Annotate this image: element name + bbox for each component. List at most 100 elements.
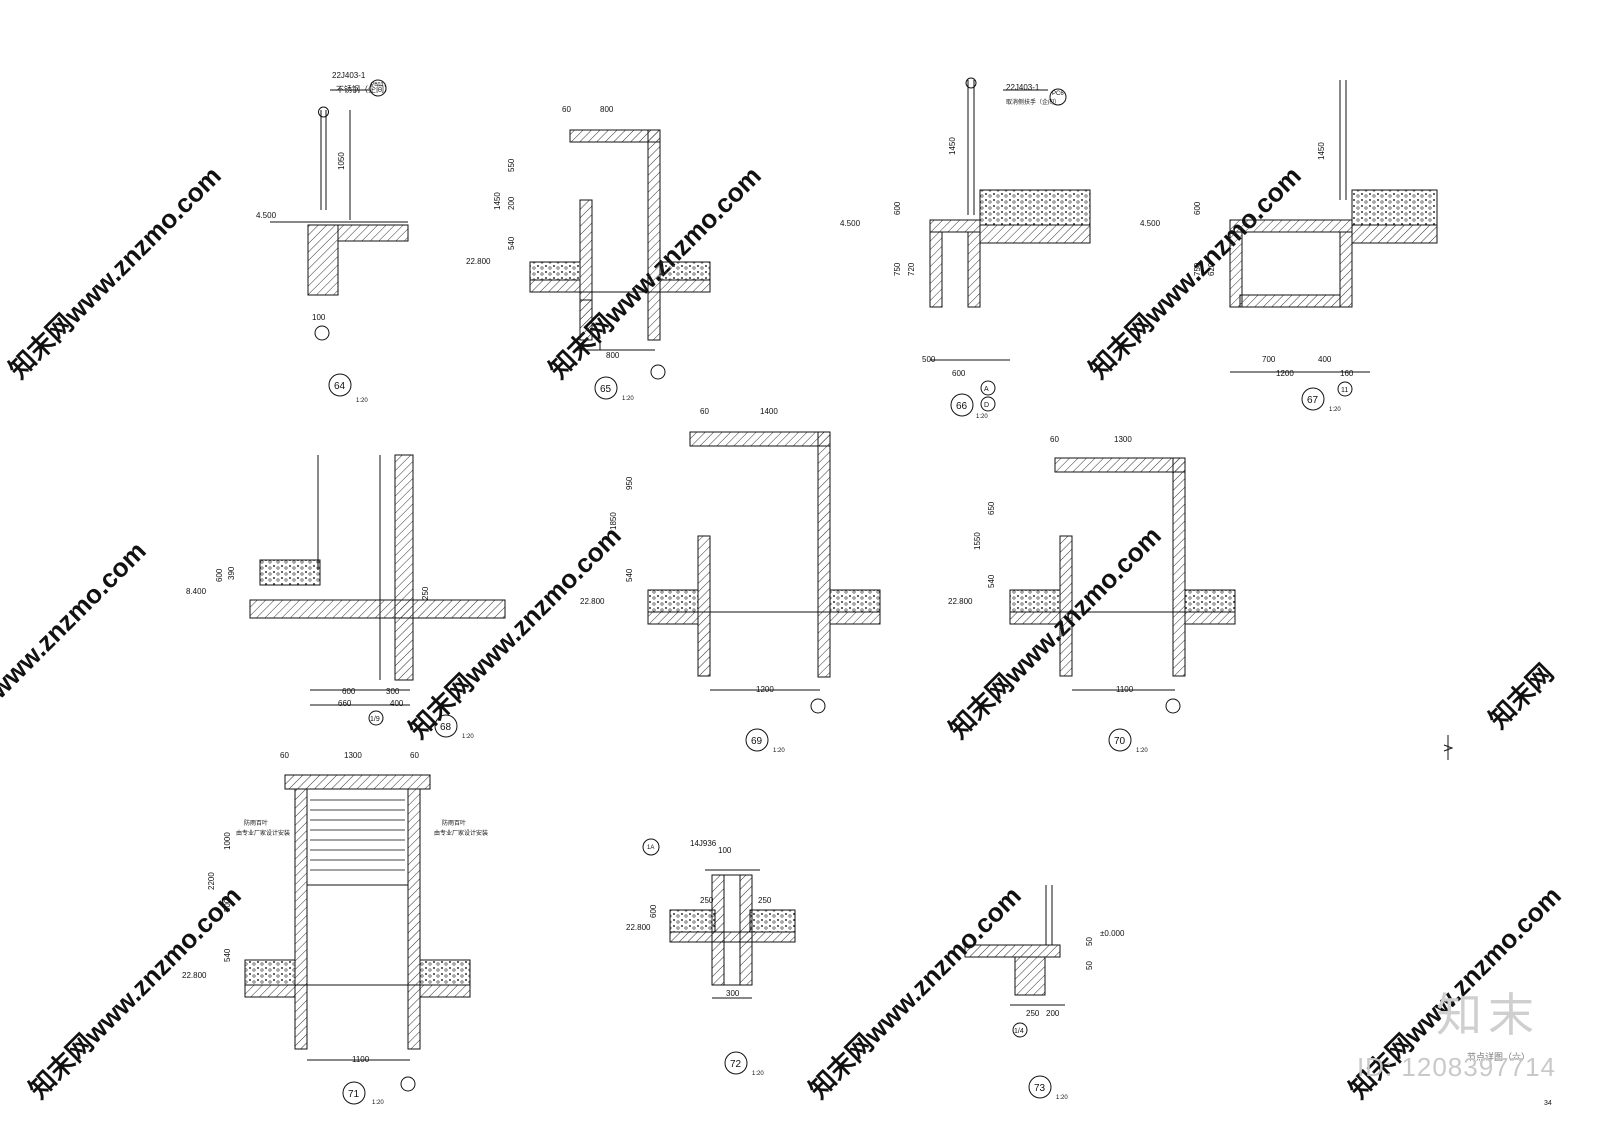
detail-69-level: 22.800	[580, 597, 605, 606]
detail-70-dim: 60	[1050, 435, 1059, 444]
brand-id: ID: 1208397714	[1356, 1052, 1556, 1082]
detail-73-scale: 1:20	[1056, 1095, 1068, 1101]
detail-64-dim: 1050	[337, 152, 346, 170]
detail-68-dim: 300	[386, 687, 400, 696]
detail-72-level: 22.800	[626, 923, 651, 932]
detail-69-dim: 60	[700, 407, 709, 416]
detail-68-dim: 400	[390, 699, 404, 708]
detail-72-label: 72	[730, 1059, 742, 1070]
detail-72	[642, 838, 796, 1075]
detail-66-dim: 720	[907, 262, 916, 276]
detail-64-level: 4.500	[256, 211, 277, 220]
detail-64	[270, 79, 409, 397]
detail-71-note-right2: 由专业厂家设计安装	[434, 829, 488, 837]
detail-70-dim: 1550	[973, 532, 982, 550]
detail-72-ref-tag: 1A	[647, 845, 654, 851]
detail-66-dim: 600	[952, 369, 966, 378]
detail-71-note-right: 防雨百叶	[442, 819, 466, 827]
detail-72-dim: 250	[758, 896, 772, 905]
detail-66-dim: 750	[893, 262, 902, 276]
detail-71-dim: 500	[223, 898, 232, 912]
detail-65-scale: 1:20	[622, 396, 634, 402]
svg-text:知末网www.znzmo.com: 知末网www.znzmo.com	[3, 160, 227, 384]
detail-66-level: 4.500	[840, 219, 861, 228]
detail-71-dim: 540	[223, 948, 232, 962]
detail-65-dim: 200	[507, 196, 516, 210]
detail-69-dim: 1200	[756, 685, 774, 694]
detail-66-axis: D	[984, 402, 989, 409]
detail-68-level: 8.400	[186, 587, 207, 596]
detail-71-dim: 2200	[207, 872, 216, 890]
sheet-note: 节点详图（六）	[1466, 1052, 1530, 1062]
detail-67-dim: 620	[1207, 262, 1216, 276]
svg-text:知末网www.znzmo.com: 知末网www.znzmo.com	[943, 520, 1167, 744]
detail-71-level: 22.800	[182, 971, 207, 980]
detail-64-scale: 1:20	[356, 398, 368, 404]
detail-68-dim: 250	[421, 586, 430, 600]
detail-71-dim: 1100	[352, 1055, 370, 1064]
detail-73-dim: 50	[1085, 937, 1094, 946]
detail-67	[1229, 80, 1438, 411]
detail-66-ref-note: 取消侧扶手（企间）	[1006, 98, 1060, 106]
detail-70-dim: 540	[987, 574, 996, 588]
detail-64-dim: 100	[312, 313, 326, 322]
detail-71-dim: 60	[280, 751, 289, 760]
detail-66-dim: 1450	[948, 137, 957, 155]
detail-67-dim: 600	[1193, 201, 1202, 215]
detail-66-label: 66	[956, 401, 968, 412]
detail-68-dim: 660	[338, 699, 352, 708]
detail-65-dim: 550	[507, 158, 516, 172]
break-mark	[1443, 735, 1454, 760]
detail-73-label: 73	[1034, 1083, 1046, 1094]
svg-text:www.znzmo.com: www.znzmo.com	[0, 536, 152, 705]
detail-65-dim: 60	[562, 105, 571, 114]
detail-70-dim: 1100	[1116, 685, 1134, 694]
detail-71-label: 71	[348, 1089, 360, 1100]
svg-text:知末网www.znzmo.com: 知末网www.znzmo.com	[403, 520, 627, 744]
detail-68	[249, 454, 506, 738]
detail-65	[529, 129, 711, 400]
detail-69-dim: 1400	[760, 407, 778, 416]
detail-67-scale: 1:20	[1329, 407, 1341, 413]
detail-67-dim: 700	[1262, 355, 1276, 364]
detail-70-label: 70	[1114, 736, 1126, 747]
detail-69-scale: 1:20	[773, 748, 785, 754]
detail-65-dim: 540	[507, 236, 516, 250]
detail-73-dim: 250	[1026, 1009, 1040, 1018]
detail-65-dim: 1450	[493, 192, 502, 210]
detail-68-dim: 600	[215, 568, 224, 582]
detail-71-note-left2: 由专业厂家设计安装	[236, 829, 290, 837]
detail-65-label: 65	[600, 384, 612, 395]
detail-69-dim: 540	[625, 568, 634, 582]
detail-73	[964, 885, 1065, 1099]
detail-64-ref-note: 不锈钢（企间）	[336, 84, 392, 94]
detail-67-axis: 11	[1341, 387, 1348, 394]
detail-66-dim: 600	[893, 201, 902, 215]
detail-72-dim: 100	[718, 846, 732, 855]
detail-68-scale: 1:20	[462, 734, 474, 740]
detail-71	[244, 774, 471, 1105]
detail-72-dim: 250	[700, 896, 714, 905]
detail-67-dim: 160	[1340, 369, 1354, 378]
detail-68-dim: 390	[227, 566, 236, 580]
detail-67-dim: 750	[1193, 262, 1202, 276]
detail-65-dim: 800	[600, 105, 614, 114]
detail-69-dim: 1850	[609, 512, 618, 530]
detail-66-dim: 500	[922, 355, 936, 364]
detail-73-dim: 50	[1085, 961, 1094, 970]
detail-64-label: 64	[334, 381, 346, 392]
detail-65-dim: 800	[606, 351, 620, 360]
detail-68-label: 68	[440, 722, 452, 733]
detail-71-scale: 1:20	[372, 1100, 384, 1106]
detail-71-dim: 1300	[344, 751, 362, 760]
detail-72-scale: 1:20	[752, 1071, 764, 1077]
detail-69	[647, 431, 881, 752]
detail-65-level: 22.800	[466, 257, 491, 266]
detail-72-dim: 600	[649, 904, 658, 918]
detail-70-dim: 1300	[1114, 435, 1132, 444]
detail-66-axis: A	[984, 386, 989, 393]
detail-72-dim: 300	[726, 989, 740, 998]
detail-67-dim: 1450	[1317, 142, 1326, 160]
